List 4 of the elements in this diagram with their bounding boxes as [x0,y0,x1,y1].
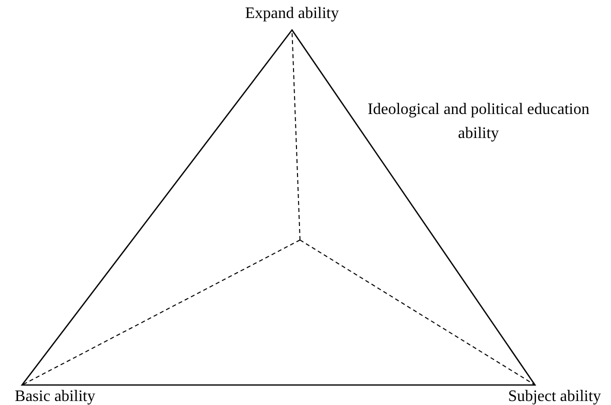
vertex-label: Subject ability [507,387,602,405]
vertex-label: Ideological and political education ability [366,100,590,144]
vertex-label: Basic ability [14,387,96,405]
vertex-label: Expand ability [244,4,340,24]
